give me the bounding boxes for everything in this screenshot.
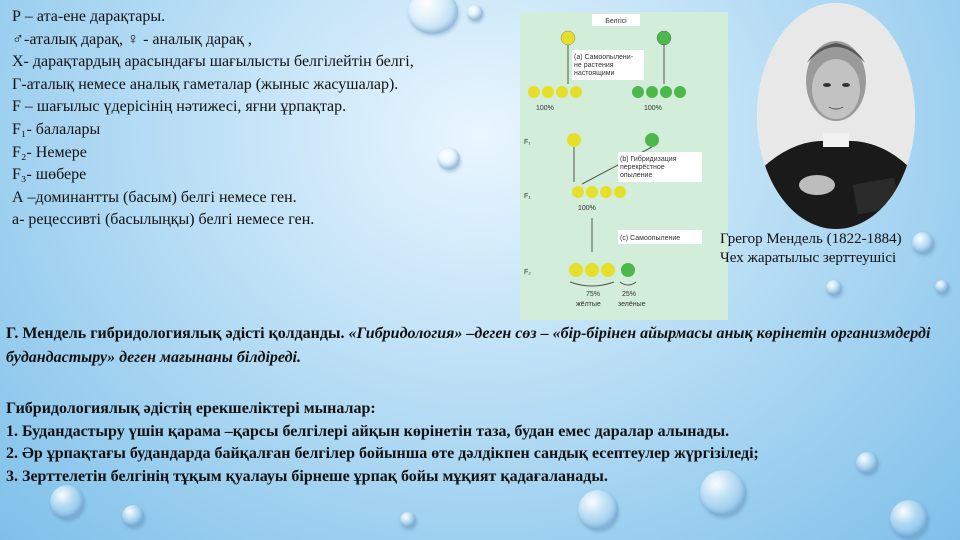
step-a-box — [572, 50, 644, 80]
water-drop — [578, 490, 618, 530]
ratio-yellow: 75% — [586, 291, 600, 298]
f1-label: F₁ — [524, 139, 531, 146]
definition-x: Х- дарақтардың арасындағы шағылысты белг… — [12, 53, 414, 71]
definition-p: Р – ата-ене дарақтары. — [12, 8, 166, 25]
feature-item: 3. Зерттелетін белгінің тұқым қуалауы бі… — [6, 467, 608, 485]
step-b-box — [618, 152, 702, 182]
feature-item: 2. Әр ұрпақтағы будандарда байқалған бел… — [6, 445, 759, 462]
yellow-label: жёлтые — [576, 301, 601, 308]
caption-role: Чех жаратылыс зерттеушісі — [720, 250, 897, 266]
green-offspring-row — [632, 86, 686, 98]
water-drop — [400, 512, 416, 528]
features-list: Гибридологиялық әдістің ерекшеліктері мы… — [6, 398, 759, 488]
definition-recessive: а- рецессивті (басылыңқы) белгі немесе г… — [12, 211, 315, 229]
step-c-box — [618, 230, 702, 244]
pct-right: 100% — [644, 105, 662, 112]
step-c-label: (с) Самоопыление — [620, 235, 680, 242]
green-pea — [645, 133, 659, 147]
water-drop — [935, 280, 949, 294]
definition-f2: F₂- Немере — [12, 143, 87, 161]
green-pea — [656, 30, 672, 46]
portrait-caption: Грегор Мендель (1822-1884) Чех жаратылыс… — [720, 230, 902, 268]
top-label-box — [592, 14, 640, 26]
f1-offspring-row — [572, 186, 626, 198]
water-drop — [912, 232, 934, 254]
f1-gen-label: F₁ — [524, 193, 531, 200]
mendel-portrait — [757, 3, 915, 229]
water-drop — [467, 5, 483, 21]
f2-label: F₂ — [524, 269, 531, 276]
yellow-pea — [567, 133, 581, 147]
definition-f3: F₃- шөбере — [12, 166, 87, 184]
yellow-pea — [560, 30, 576, 46]
top-label: Белгісі — [605, 17, 627, 25]
definition-f1: F₁- балалары — [12, 120, 101, 138]
definition-f: F – шағылыс үдерісінің нәтижесі, яғни ұр… — [12, 98, 347, 116]
definition-sexes: ♂-аталық дарақ, ♀ - аналық дарақ , — [12, 30, 252, 48]
definitions-list: Р – ата-ене дарақтары. ♂-аталық дарақ, ♀… — [12, 6, 414, 232]
green-label: зелёные — [618, 301, 646, 308]
water-drop — [700, 470, 746, 516]
definition-dominant: А –доминантты (басым) белгі немесе ген. — [12, 188, 297, 206]
water-drop — [50, 485, 84, 519]
paragraph-lead: Г. Мендель гибридологиялық әдісті қолдан… — [6, 325, 349, 342]
f2-offspring-row — [569, 263, 635, 277]
water-drop — [826, 280, 842, 296]
water-drop — [408, 0, 458, 34]
yellow-offspring-row — [528, 86, 582, 98]
water-drop — [856, 452, 878, 474]
definition-g: Г-аталық немесе аналық гаметалар (жыныс … — [12, 75, 399, 93]
hybridology-paragraph: Г. Мендель гибридологиялық әдісті қолдан… — [6, 322, 956, 370]
caption-name: Грегор Мендель (1822-1884) — [720, 231, 902, 247]
features-heading: Гибридологиялық әдістің ерекшеліктері мы… — [6, 400, 376, 417]
pct-left: 100% — [536, 105, 554, 112]
ratio-green: 25% — [622, 291, 636, 298]
water-drop — [122, 505, 144, 527]
paragraph-italic: «Гибридология» –деген сөз – «бір-бірінен… — [6, 325, 931, 366]
f1-pct: 100% — [578, 205, 596, 212]
mendel-portrait-svg — [757, 3, 915, 229]
water-drop — [438, 148, 460, 170]
feature-item: 1. Будандастыру үшін қарама –қарсы белгі… — [6, 422, 730, 440]
water-drop — [890, 500, 928, 538]
